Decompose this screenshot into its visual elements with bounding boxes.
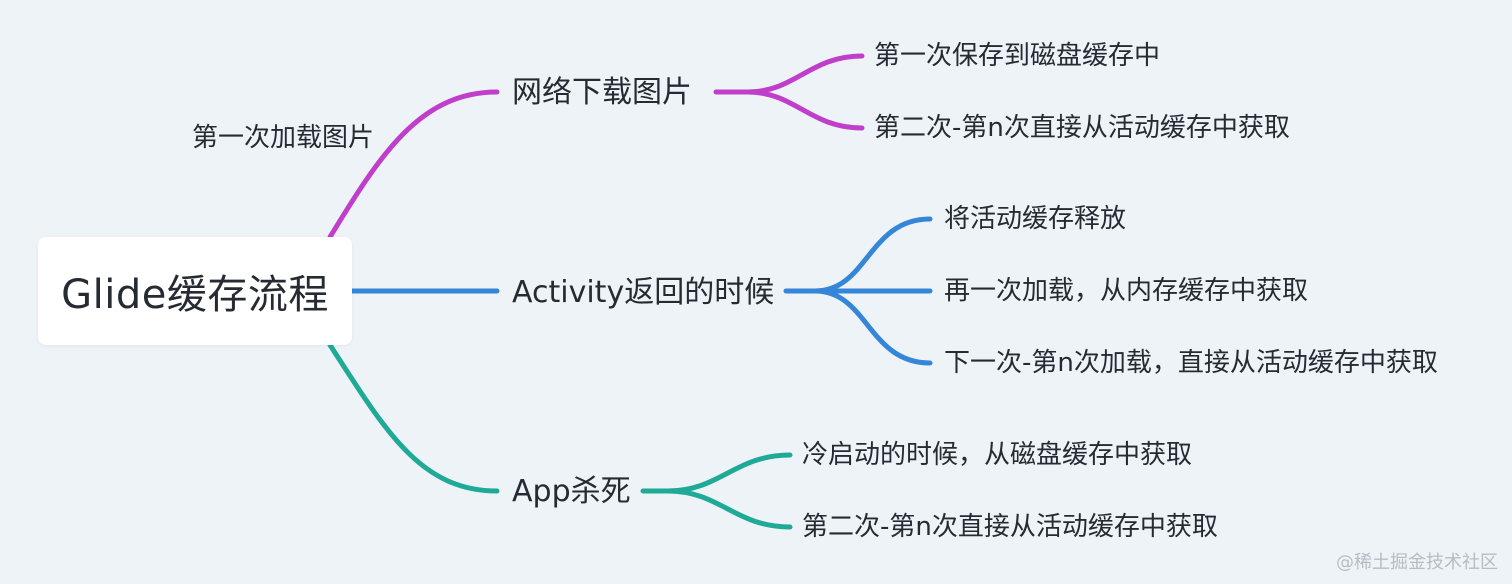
connector-root-to-branch-1 [327, 89, 500, 240]
connector-branch-1-to-leaf-2 [745, 89, 865, 131]
branch-3-leaf-2[interactable]: 第二次-第n次直接从活动缓存中获取 [802, 512, 1218, 542]
branch-1-leaf-1[interactable]: 第一次保存到磁盘缓存中 [874, 41, 1161, 71]
branch-node-1[interactable]: 网络下载图片 [512, 75, 692, 110]
branch-node-3[interactable]: App杀死 [512, 474, 631, 509]
connector-branch-3-to-leaf-2 [665, 488, 793, 530]
branch-2-leaf-1[interactable]: 将活动缓存释放 [944, 204, 1127, 234]
connector-root-to-branch-3 [327, 342, 500, 494]
root-node[interactable]: Glide缓存流程 [38, 237, 352, 345]
branch-2-leaf-3[interactable]: 下一次-第n次加载，直接从活动缓存中获取 [944, 348, 1438, 378]
branch-1-edge-label: 第一次加载图片 [192, 123, 375, 153]
root-node-label: Glide缓存流程 [61, 272, 329, 318]
connector-branch-3-to-leaf-1 [640, 452, 793, 494]
branch-node-2[interactable]: Activity返回的时候 [512, 275, 775, 310]
connector-branch-1-to-leaf-1 [713, 53, 865, 95]
branch-2-leaf-2[interactable]: 再一次加载，从内存缓存中获取 [944, 276, 1309, 306]
branch-1-leaf-2[interactable]: 第二次-第n次直接从活动缓存中获取 [874, 113, 1290, 143]
branch-3-leaf-1[interactable]: 冷启动的时候，从磁盘缓存中获取 [802, 440, 1193, 470]
connector-branch-2-to-leaf-3 [812, 288, 933, 366]
watermark: @稀土掘金技术社区 [1336, 552, 1498, 573]
connector-branch-2-to-leaf-1 [783, 216, 933, 294]
